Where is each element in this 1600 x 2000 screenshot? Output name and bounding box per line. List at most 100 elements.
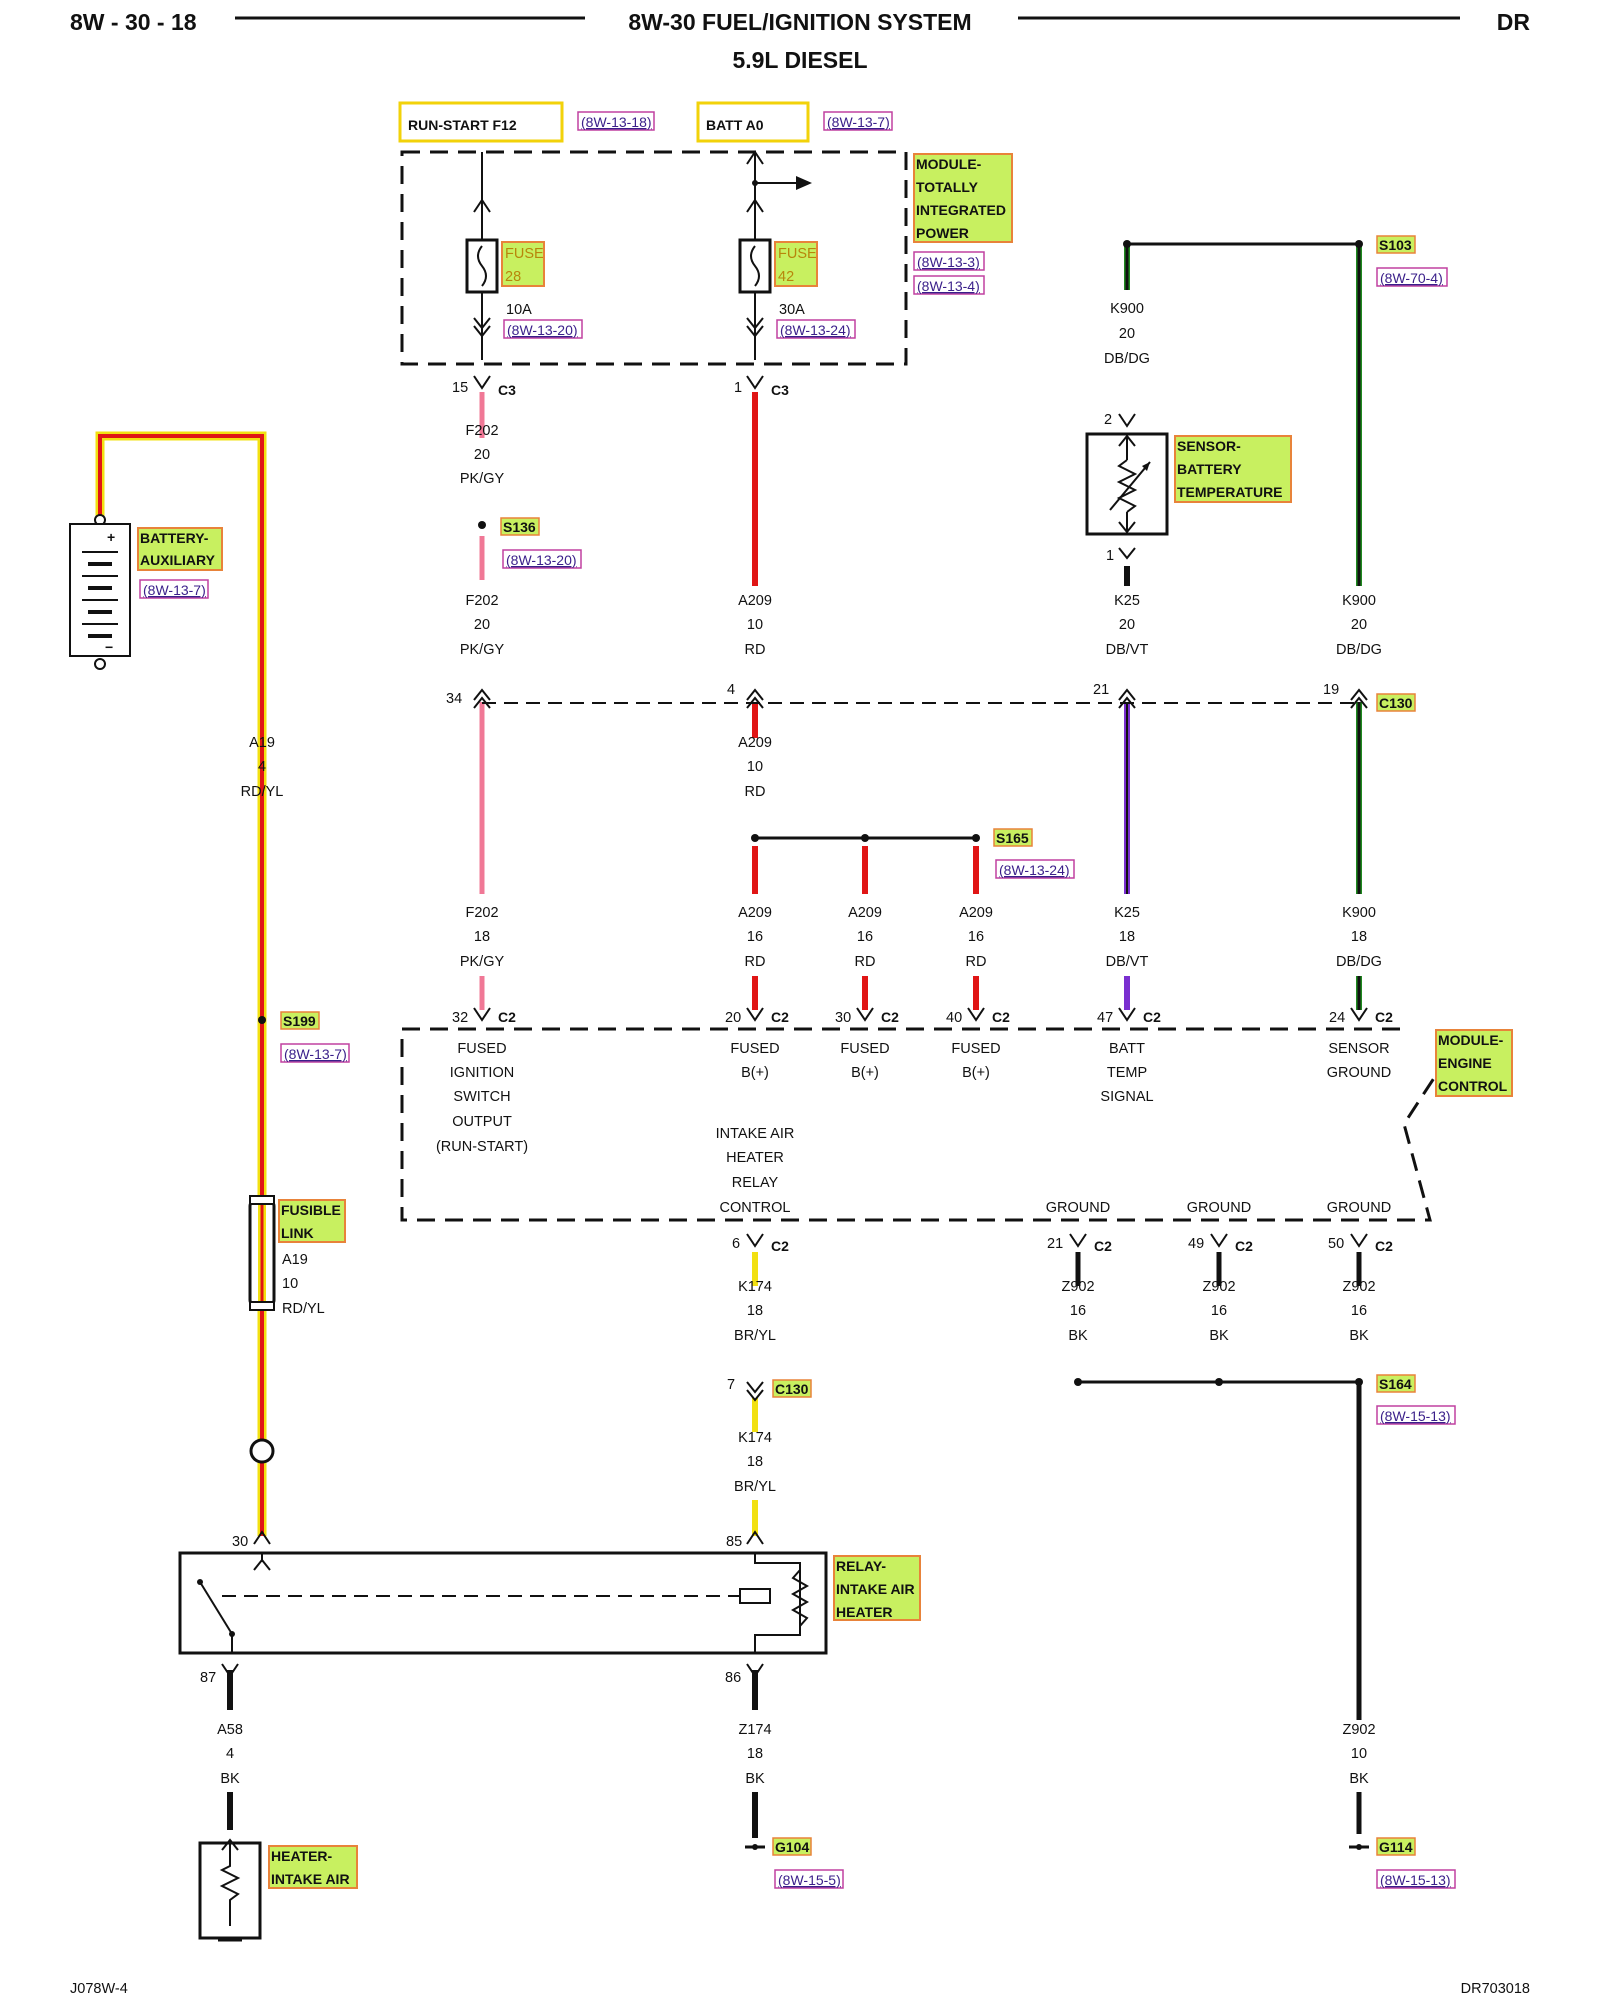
ref-link[interactable]: (8W-15-13) (1380, 1408, 1451, 1424)
power-source-run-start: RUN-START F12 (8W-13-18) (398, 101, 655, 143)
wire-gauge: 10 (747, 759, 763, 775)
wire-color: BK (1209, 1328, 1229, 1344)
connector-arrow (1118, 413, 1136, 428)
connector-arrow (221, 1838, 239, 1851)
relay-body (178, 1551, 828, 1655)
tipm-name-line: MODULE- (916, 156, 982, 172)
ref-link[interactable]: (8W-13-18) (581, 114, 652, 130)
ecm-function-line: TEMP (1107, 1065, 1147, 1081)
ref-link[interactable]: (8W-13-20) (507, 322, 578, 338)
component-name-line: SENSOR- (1177, 438, 1241, 454)
ecm-function-line: B(+) (851, 1065, 879, 1081)
ecm-function-line: SIGNAL (1100, 1089, 1153, 1105)
ecm-function-line: FUSED (730, 1041, 779, 1057)
component-name-line: ENGINE (1438, 1055, 1492, 1071)
header: 8W - 30 - 18 8W-30 FUEL/IGNITION SYSTEM … (70, 9, 1530, 73)
wire-gauge: 4 (226, 1746, 234, 1762)
ground-label: G114 (1379, 1839, 1413, 1855)
splice-dot (258, 1016, 266, 1024)
wire-gauge: 18 (1119, 929, 1135, 945)
wire-a19-core (98, 434, 264, 1536)
connector-label: C130 (1379, 695, 1413, 711)
ref-link[interactable]: (8W-13-7) (827, 114, 890, 130)
splice-label: S103 (1379, 237, 1412, 253)
wire-gauge: 20 (1351, 617, 1367, 633)
switch-pivot (197, 1579, 203, 1585)
connector-arrow (746, 198, 764, 213)
arrow-head-icon (1142, 462, 1150, 471)
wire-circuit: F202 (465, 423, 498, 439)
connector-arrow (1118, 696, 1136, 709)
wire-circuit: A209 (738, 735, 772, 751)
ecm-function-line: B(+) (741, 1065, 769, 1081)
splice-dot (478, 521, 486, 529)
connector-arrow (1069, 1233, 1087, 1248)
splice-dot (1355, 240, 1363, 248)
tipm-name-line: POWER (916, 225, 969, 241)
ref-link[interactable]: (8W-15-13) (1380, 1872, 1451, 1888)
component-label-bg (278, 1199, 346, 1243)
wire-labels: K900 20 DB/DG F202 20 PK/GY F202 20 PK/G… (217, 301, 1382, 1787)
ref-box (1376, 1405, 1456, 1425)
splice-s165: S165 (8W-13-24) (751, 828, 1075, 879)
pin-number: 86 (725, 1670, 741, 1686)
wire-gauge: 16 (857, 929, 873, 945)
connector-arrow (1118, 521, 1136, 534)
connector-arrow (746, 1233, 764, 1248)
fuse-number: 28 (505, 269, 521, 285)
splice-s136: S136 (8W-13-20) (478, 517, 582, 569)
footer-left-code: J078W-4 (70, 1981, 128, 1997)
pin-number: 32 (452, 1010, 468, 1026)
component-name-line: INTAKE AIR (836, 1581, 915, 1597)
wire-circuit: Z902 (1342, 1279, 1375, 1295)
wire-gauge: 10 (1351, 1746, 1367, 1762)
splice-dot (1355, 1378, 1363, 1386)
component-name-line: HEATER- (271, 1848, 333, 1864)
connector-label: C3 (771, 382, 789, 398)
thermistor-icon (1116, 459, 1138, 513)
inline-connector-ring (249, 1438, 275, 1464)
ref-link[interactable]: (8W-13-4) (917, 278, 980, 294)
relay-intake-air-heater: 30 85 RELAY- INTAKE AIR HEATER 87 86 (178, 1530, 921, 1686)
fuse-rating: 10A (506, 302, 532, 318)
connector-arrow (967, 1007, 985, 1022)
pin-number: 47 (1097, 1010, 1113, 1026)
power-source-batt: BATT A0 (8W-13-7) (696, 101, 893, 143)
pin-number: 20 (725, 1010, 741, 1026)
ref-link[interactable]: (8W-13-20) (506, 552, 577, 568)
connector-arrow (1118, 547, 1136, 560)
connector-arrow (746, 1381, 764, 1394)
ref-box (1376, 1869, 1456, 1889)
pin-number: 21 (1047, 1236, 1063, 1252)
page-subtitle: 5.9L DIESEL (732, 47, 867, 73)
ref-link[interactable]: (8W-13-7) (143, 582, 206, 598)
wire-gauge: 20 (1119, 617, 1135, 633)
pin-number: 7 (727, 1377, 735, 1393)
fusible-link-cap (249, 1195, 275, 1205)
wire-circuit: A209 (738, 905, 772, 921)
splice-label-bg (500, 517, 540, 536)
wire-circuit: A209 (959, 905, 993, 921)
fuse-rating: 30A (779, 302, 805, 318)
ref-link[interactable]: (8W-13-3) (917, 254, 980, 270)
pin-number: 6 (732, 1236, 740, 1252)
ref-link[interactable]: (8W-13-24) (999, 862, 1070, 878)
fuse-element-icon (750, 245, 760, 287)
splice-label-bg (280, 1011, 320, 1030)
ref-link[interactable]: (8W-13-7) (284, 1046, 347, 1062)
connector-label: C2 (1375, 1238, 1393, 1254)
ecm-function-line: B(+) (962, 1065, 990, 1081)
fuse42-symbol (738, 238, 772, 294)
power-source-label: RUN-START F12 (408, 117, 517, 133)
wire-circuit: K25 (1114, 905, 1140, 921)
splice-label: S199 (283, 1013, 316, 1029)
power-source-label: BATT A0 (706, 117, 764, 133)
connector-arrow (746, 696, 764, 709)
component-name-line: RELAY- (836, 1558, 886, 1574)
ref-link[interactable]: (8W-13-24) (780, 322, 851, 338)
fuse-element-icon (477, 245, 487, 287)
ref-link[interactable]: (8W-15-5) (778, 1872, 841, 1888)
component-name-line: BATTERY- (140, 530, 209, 546)
ref-link[interactable]: (8W-70-4) (1380, 270, 1443, 286)
wire-color: RD (855, 954, 876, 970)
